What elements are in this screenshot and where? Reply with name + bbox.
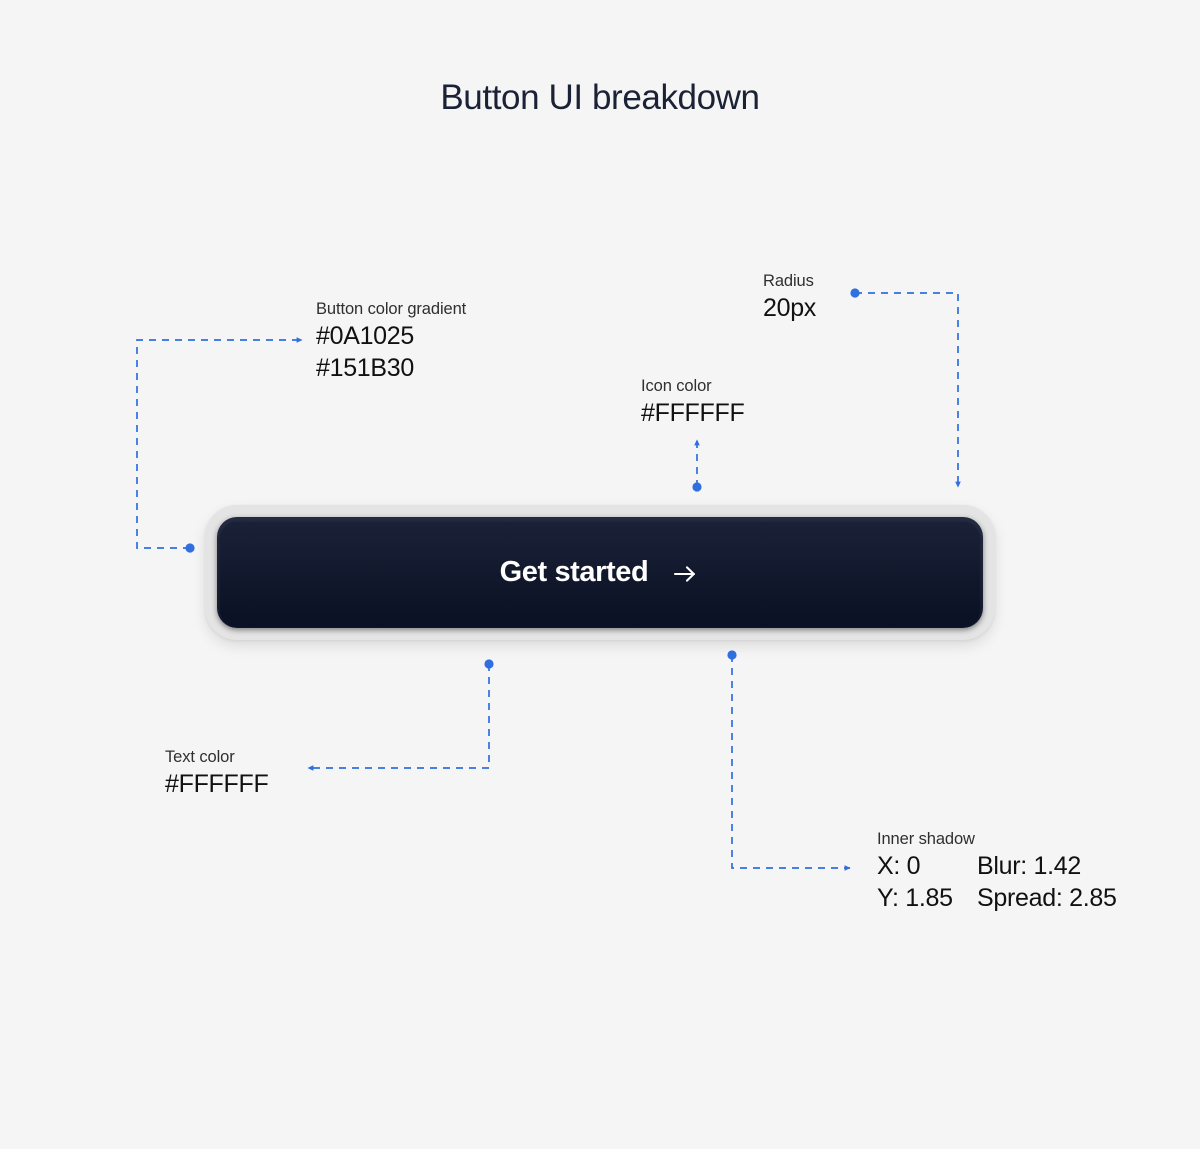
gradient-value-1: #0A1025 <box>316 322 414 351</box>
gradient-label: Button color gradient <box>316 300 467 318</box>
inner-shadow-x: X: 0 <box>877 852 921 881</box>
inner-shadow-y: Y: 1.85 <box>877 884 953 913</box>
annotation-radius: Radius 20px <box>763 270 816 324</box>
annotation-inner-shadow: Inner shadow X: 0 Blur: 1.42 Y: 1.85 Spr… <box>877 828 1117 914</box>
connector-inner-shadow <box>727 650 851 871</box>
gradient-value-2: #151B30 <box>316 354 414 383</box>
arrow-right-icon <box>670 559 700 589</box>
connector-text-color <box>307 659 494 771</box>
annotation-button-gradient: Button color gradient #0A1025 #151B30 <box>316 298 466 384</box>
inner-shadow-spread: Spread: 2.85 <box>977 884 1117 913</box>
connector-icon-color <box>692 439 702 492</box>
icon-color-label: Icon color <box>641 377 712 395</box>
inner-shadow-values: X: 0 Blur: 1.42 Y: 1.85 Spread: 2.85 <box>877 850 1117 914</box>
button-label: Get started <box>499 556 649 588</box>
icon-color-value: #FFFFFF <box>641 399 745 428</box>
radius-label: Radius <box>763 272 814 290</box>
connector-radius <box>850 288 961 488</box>
text-color-label: Text color <box>165 748 235 766</box>
page-title: Button UI breakdown <box>440 78 760 117</box>
annotation-text-color: Text color #FFFFFF <box>165 746 269 800</box>
button-outer-ring: Get started <box>205 505 995 640</box>
radius-value: 20px <box>763 294 817 323</box>
inner-shadow-label: Inner shadow <box>877 830 975 848</box>
annotation-icon-color: Icon color #FFFFFF <box>641 375 745 429</box>
get-started-button[interactable]: Get started <box>217 517 983 628</box>
text-color-value: #FFFFFF <box>165 770 269 799</box>
inner-shadow-blur: Blur: 1.42 <box>977 852 1082 881</box>
